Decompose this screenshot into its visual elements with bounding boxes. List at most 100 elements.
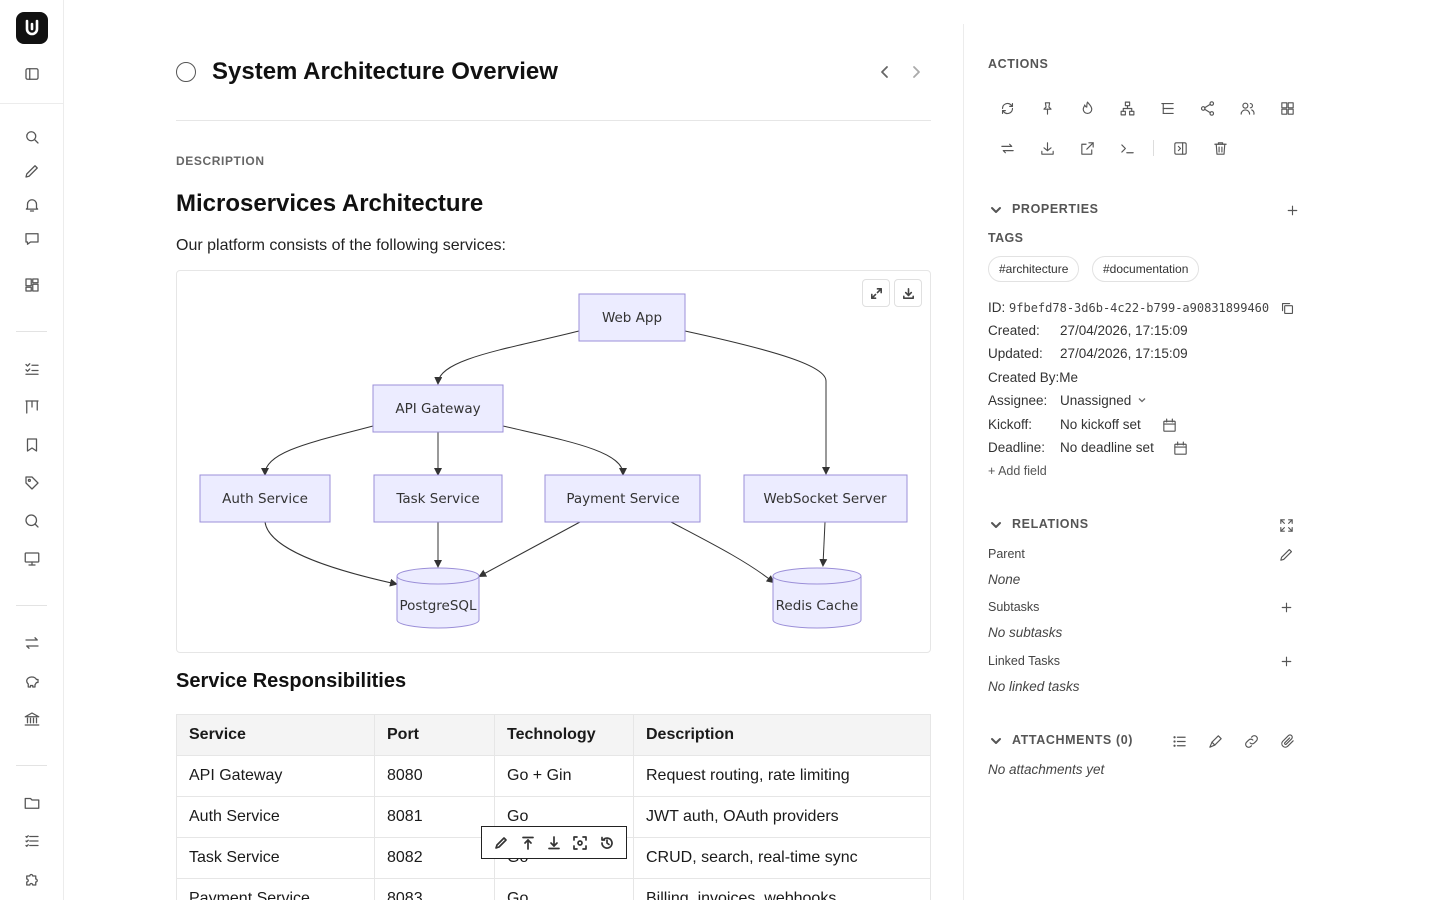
search-icon[interactable] — [20, 125, 44, 149]
chevron-right-icon[interactable] — [906, 62, 926, 82]
app-logo[interactable] — [16, 12, 48, 44]
table-cell: 8082 — [374, 837, 495, 879]
node-task-service — [373, 474, 503, 523]
left-rail — [0, 0, 64, 900]
add-subtask-icon[interactable] — [1274, 595, 1298, 619]
external-link-icon[interactable] — [1075, 136, 1099, 160]
chevron-down-icon[interactable] — [989, 734, 1003, 748]
add-field-button[interactable]: + Add field — [988, 464, 1047, 478]
pin-icon[interactable] — [1035, 96, 1059, 120]
table-cell: Payment Service — [176, 878, 375, 900]
chevron-down-icon[interactable] — [989, 518, 1003, 532]
copy-icon[interactable] — [1275, 296, 1299, 320]
move-to-bottom-icon[interactable] — [545, 834, 563, 852]
edit-icon[interactable] — [492, 834, 510, 852]
node-web-app — [578, 293, 686, 342]
actions-label: ACTIONS — [988, 57, 1049, 71]
tag-chip[interactable]: #architecture — [988, 256, 1080, 282]
table-header: Description — [633, 714, 931, 756]
list-view-icon[interactable] — [1167, 729, 1191, 753]
node-label: Auth Service — [222, 491, 308, 507]
relations-label[interactable]: RELATIONS — [1012, 517, 1089, 531]
checklist-icon[interactable] — [20, 357, 44, 381]
created-label: Created: — [988, 323, 1040, 338]
piggy-bank-icon[interactable] — [20, 669, 44, 693]
page-title[interactable]: System Architecture Overview — [212, 58, 558, 85]
calendar-icon[interactable] — [1157, 413, 1181, 437]
table-header: Service — [176, 714, 375, 756]
table-cell: 8083 — [374, 878, 495, 900]
list-icon[interactable] — [20, 829, 44, 853]
add-field-label: Add field — [998, 464, 1047, 478]
architecture-diagram: Web App API Gateway Auth Service Task Se… — [176, 270, 931, 653]
linked-tasks-value: No linked tasks — [988, 679, 1080, 694]
dashboard-icon[interactable] — [20, 273, 44, 297]
expand-relations-icon[interactable] — [1274, 513, 1298, 537]
deadline-value[interactable]: No deadline set — [1060, 440, 1154, 455]
history-icon[interactable] — [598, 834, 616, 852]
kanban-icon[interactable] — [20, 395, 44, 419]
table-cell: Auth Service — [176, 796, 375, 838]
draw-icon[interactable] — [1203, 729, 1227, 753]
toggle-sidebar-icon[interactable] — [20, 62, 44, 86]
monitor-icon[interactable] — [20, 547, 44, 571]
folder-icon[interactable] — [20, 791, 44, 815]
flame-icon[interactable] — [1075, 96, 1099, 120]
table-cell: JWT auth, OAuth providers — [633, 796, 931, 838]
calendar-icon[interactable] — [1168, 436, 1192, 460]
panel-right-icon[interactable] — [1168, 136, 1192, 160]
terminal-icon[interactable] — [1115, 136, 1139, 160]
edge-gateway-payment — [502, 425, 627, 476]
grid-icon[interactable] — [1275, 96, 1299, 120]
node-label: WebSocket Server — [763, 491, 887, 507]
table-cell: Billing, invoices, webhooks — [633, 878, 931, 900]
subtask-list-icon[interactable] — [1155, 96, 1179, 120]
focus-icon[interactable] — [571, 834, 589, 852]
node-label: Redis Cache — [776, 598, 859, 614]
table-cell: 8081 — [374, 796, 495, 838]
add-property-icon[interactable] — [1280, 198, 1304, 222]
tags-label: TAGS — [988, 231, 1024, 245]
edit-icon[interactable] — [20, 159, 44, 183]
services-table: Service Port Technology Description API … — [176, 714, 931, 900]
status-circle-icon[interactable] — [176, 62, 196, 82]
tag-chip[interactable]: #documentation — [1092, 256, 1200, 282]
edit-parent-icon[interactable] — [1274, 542, 1298, 566]
rail-divider — [0, 103, 64, 104]
node-label: Task Service — [395, 491, 479, 507]
puzzle-icon[interactable] — [20, 867, 44, 891]
chat-icon[interactable] — [20, 227, 44, 251]
paperclip-icon[interactable] — [1275, 729, 1299, 753]
tag-icon[interactable] — [20, 471, 44, 495]
bank-icon[interactable] — [20, 707, 44, 731]
chevron-down-icon[interactable] — [989, 203, 1003, 217]
bookmark-icon[interactable] — [20, 433, 44, 457]
download-diagram-button[interactable] — [894, 279, 922, 307]
edge-auth-postgres — [264, 521, 398, 587]
kickoff-value[interactable]: No kickoff set — [1060, 417, 1141, 432]
chevron-down-icon — [1138, 398, 1146, 403]
properties-label[interactable]: PROPERTIES — [1012, 202, 1099, 216]
add-linked-task-icon[interactable] — [1274, 649, 1298, 673]
move-to-top-icon[interactable] — [519, 834, 537, 852]
attachments-label[interactable]: ATTACHMENTS (0) — [1012, 733, 1134, 747]
hierarchy-icon[interactable] — [1115, 96, 1139, 120]
node-auth-service — [199, 474, 331, 523]
task-detail-main: System Architecture Overview DESCRIPTION… — [64, 0, 963, 900]
users-icon[interactable] — [1235, 96, 1259, 120]
share-icon[interactable] — [1195, 96, 1219, 120]
trash-icon[interactable] — [1208, 136, 1232, 160]
assignee-select[interactable]: Unassigned — [1060, 393, 1147, 408]
zoom-icon[interactable] — [20, 509, 44, 533]
refresh-icon[interactable] — [995, 96, 1019, 120]
swap-icon[interactable] — [995, 136, 1019, 160]
chevron-left-icon[interactable] — [875, 62, 895, 82]
download-icon[interactable] — [1035, 136, 1059, 160]
expand-diagram-button[interactable] — [862, 279, 890, 307]
table-cell: Go + Gin — [494, 755, 634, 797]
created-value: 27/04/2026, 17:15:09 — [1060, 323, 1188, 338]
link-icon[interactable] — [1239, 729, 1263, 753]
floating-toolbar — [481, 826, 627, 859]
bell-icon[interactable] — [20, 193, 44, 217]
transfer-icon[interactable] — [20, 631, 44, 655]
